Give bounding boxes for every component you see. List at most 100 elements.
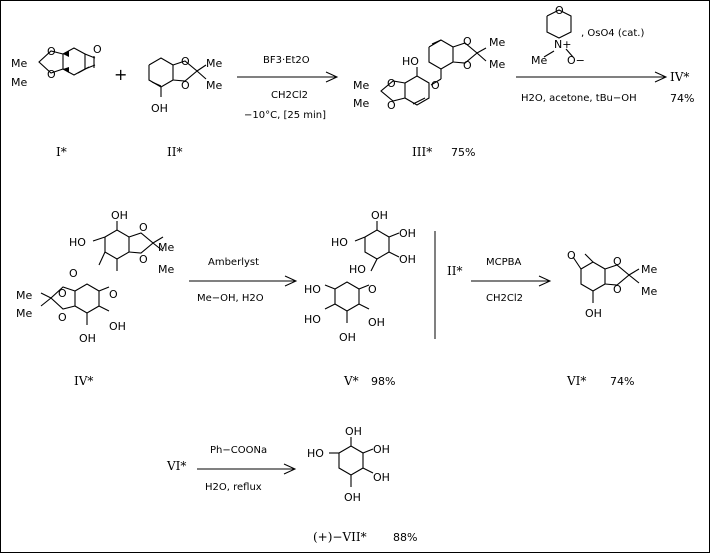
atom-O: O [431,79,440,92]
atom-O: O [109,288,118,301]
atom-Me: Me [641,263,657,276]
atom-O: O [47,68,56,81]
atom-Me: Me [158,241,174,254]
atom-Me: Me [353,79,369,92]
label-compound-IV-row2: IV* [74,374,93,388]
atom-OH: OH [399,253,416,266]
arrowhead-3 [284,275,298,287]
atom-Me: Me [11,76,27,89]
atom-HO: HO [307,447,324,460]
atom-OH: OH [79,332,96,345]
atom-O: O [139,221,148,234]
atom-OH: OH [371,209,388,222]
atom-Me: Me [11,57,27,70]
atom-OH: OH [111,209,128,222]
condition-reagent-step4: MCPBA [486,257,522,268]
atom-O: O [69,267,78,280]
atom-Me: Me [158,263,174,276]
atom-OH: OH [373,443,390,456]
plus-sign: + [114,65,127,84]
condition-solvent-step1: CH2Cl2 [271,90,308,101]
atom-O: O [93,43,102,56]
atom-OH: OH [399,227,416,240]
condition-solvent-step3: Me−OH, H2O [197,293,264,304]
atom-OH: OH [344,491,361,504]
atom-Me: Me [206,79,222,92]
atom-O: O [387,99,396,112]
atom-O: O [47,45,56,58]
atom-OH: OH [345,425,362,438]
atom-Me: Me [206,57,222,70]
atom-O: O [58,287,67,300]
label-compound-VI: VI* [566,374,586,388]
structure-nmo-reagent: O N+ Me O− [531,4,585,67]
label-compound-I: I* [56,145,67,159]
atom-Me: Me [641,285,657,298]
label-compound-III: III* [412,145,432,159]
condition-reagent-step2: , OsO4 (cat.) [581,28,644,39]
atom-Me: Me [489,36,505,49]
atom-Me: Me [16,307,32,320]
structure-compound-VI: O O O Me Me OH [567,249,657,320]
atom-HO: HO [304,283,321,296]
condition-reagent-step3: Amberlyst [208,257,259,268]
structure-compound-III: Me Me O O HO O O O Me Me [353,35,505,112]
structure-compound-IV: OH HO O O Me Me O O O O Me Me OH OH [16,209,174,345]
atom-O: O [463,59,472,72]
atom-O: O [463,35,472,48]
atom-OH: OH [368,316,385,329]
atom-O: O [58,311,67,324]
label-compound-II-reagent: II* [447,264,462,278]
condition-solvent-step5: H2O, reflux [205,482,262,493]
arrowhead-1 [325,71,339,83]
atom-Me: Me [353,97,369,110]
label-compound-II: II* [167,145,182,159]
condition-reagent-step1: BF3·Et2O [263,55,310,66]
condition-reagent-step5: Ph−COONa [210,445,267,456]
atom-O: O [555,4,564,17]
atom-O: O [181,79,190,92]
atom-HO: HO [349,263,366,276]
atom-O: O [567,249,576,262]
atom-O: O [368,283,377,296]
label-compound-V: V* [343,374,359,388]
atom-OH: OH [151,102,168,115]
atom-HO: HO [331,236,348,249]
atom-O: O [387,77,396,90]
atom-HO: HO [69,236,86,249]
atom-OH: OH [339,331,356,344]
arrowhead-2 [654,71,668,83]
label-compound-IV: IV* [670,70,689,84]
yield-VI: 74% [610,375,634,388]
atom-OH: OH [373,471,390,484]
atom-O-minus: O− [567,54,585,67]
structure-compound-VII: OH HO OH OH OH [307,425,390,504]
label-compound-VI-start: VI* [166,459,186,473]
structure-compound-V: OH HO OH OH HO O HO HO OH OH [304,209,416,344]
yield-IV: 74% [670,92,694,105]
atom-HO: HO [402,55,419,68]
atom-Me: Me [489,58,505,71]
atom-OH: OH [585,307,602,320]
atom-Me: Me [531,54,547,67]
atom-O: O [613,255,622,268]
label-compound-VII: (+)−VII* [313,530,367,544]
yield-VII: 88% [393,531,417,544]
structure-compound-II: O O Me Me OH [148,55,222,115]
arrowhead-4 [538,275,552,287]
atom-O: O [139,253,148,266]
atom-OH: OH [109,320,126,333]
atom-Me: Me [16,289,32,302]
condition-solvent-step2: H2O, acetone, tBu−OH [521,93,637,104]
atom-O: O [613,283,622,296]
structure-compound-I: O O O Me Me [11,43,102,89]
atom-N-plus: N+ [554,38,571,51]
atom-HO: HO [304,313,321,326]
condition-extra-step1: −10°C, [25 min] [244,110,326,121]
yield-V: 98% [371,375,395,388]
arrowhead-5 [283,463,297,475]
atom-O: O [181,55,190,68]
condition-solvent-step4: CH2Cl2 [486,293,523,304]
